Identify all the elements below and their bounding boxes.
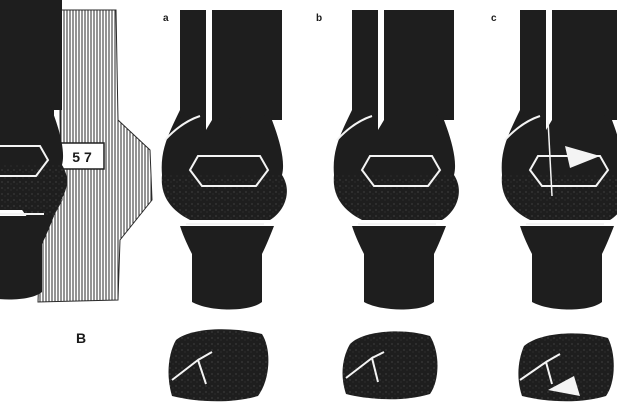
panel-label-b: B (76, 330, 86, 346)
sub-panel-label-a: a (163, 13, 169, 24)
cross-section-a (169, 329, 269, 401)
cross-section-c (518, 333, 613, 401)
sub-panel-label-c: c (491, 13, 497, 24)
sub-panel-label-b: b (316, 13, 322, 24)
knee-c (502, 10, 617, 310)
knee-b (334, 10, 459, 310)
knee-a (162, 10, 287, 310)
panel-b-badge-text: 5 7 (72, 149, 92, 165)
cross-section-b (343, 331, 438, 399)
